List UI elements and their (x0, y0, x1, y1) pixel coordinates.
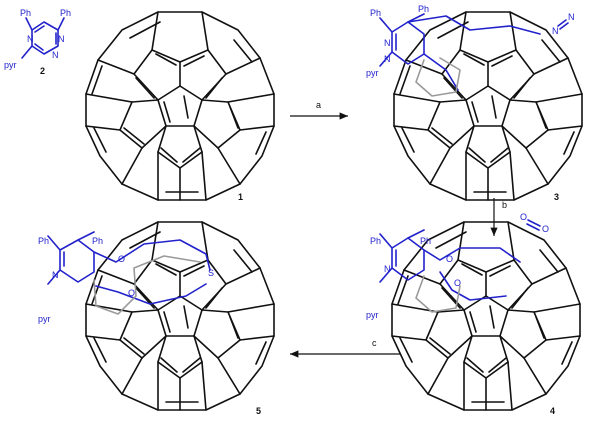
pyr-label: pyr (4, 60, 17, 70)
o-label: O (454, 278, 461, 288)
n-label: N (384, 264, 391, 274)
ph-label: Ph (38, 236, 49, 246)
compound-5-product (85, 221, 275, 411)
n-label: N (552, 26, 559, 36)
dioxygen: O O (520, 212, 549, 234)
compound-3-opened-ring: Ph Ph N N pyr (366, 4, 541, 97)
compound-number-4: 4 (550, 406, 555, 416)
n-label: N (568, 12, 575, 22)
o-label: O (446, 254, 453, 264)
pyr-label: pyr (366, 310, 379, 320)
n-label: N (52, 50, 59, 60)
ph-label: Ph (60, 8, 71, 18)
step-label-c: c (372, 338, 377, 348)
compound-number-5: 5 (256, 406, 261, 416)
compound-4-opened-ring: Ph Ph N pyr O O (366, 229, 521, 320)
ph-label: Ph (420, 236, 431, 246)
compound-number-1: 1 (238, 192, 243, 202)
compound-1-fullerene (85, 11, 275, 201)
n-label: N (27, 34, 34, 44)
o-label: O (128, 288, 135, 298)
step-label-a: a (316, 100, 321, 110)
ph-label: Ph (418, 4, 429, 14)
ph-label: Ph (92, 236, 103, 246)
dinitrogen: N N (552, 12, 575, 36)
compound-5-opened-ring: Ph Ph N pyr O O S (38, 231, 214, 324)
compound-4-adduct (391, 221, 581, 411)
pyr-label: pyr (38, 314, 51, 324)
pyr-label: pyr (366, 68, 379, 78)
o-label: O (542, 224, 549, 234)
compound-3-adduct (393, 11, 583, 201)
ph-label: Ph (20, 8, 31, 18)
compound-number-3: 3 (554, 192, 559, 202)
o-label: O (118, 254, 125, 264)
n-label: N (384, 38, 391, 48)
ph-label: Ph (370, 236, 381, 246)
step-label-b: b (502, 200, 507, 210)
s-label: S (208, 268, 214, 278)
n-label: N (58, 34, 65, 44)
compound-2-triazine: Ph Ph pyr N N N 2 (4, 8, 71, 76)
o-label: O (520, 212, 527, 222)
ph-label: Ph (370, 8, 381, 18)
compound-number-2: 2 (40, 66, 45, 76)
n-label: N (52, 270, 59, 280)
n-label: N (384, 54, 391, 64)
